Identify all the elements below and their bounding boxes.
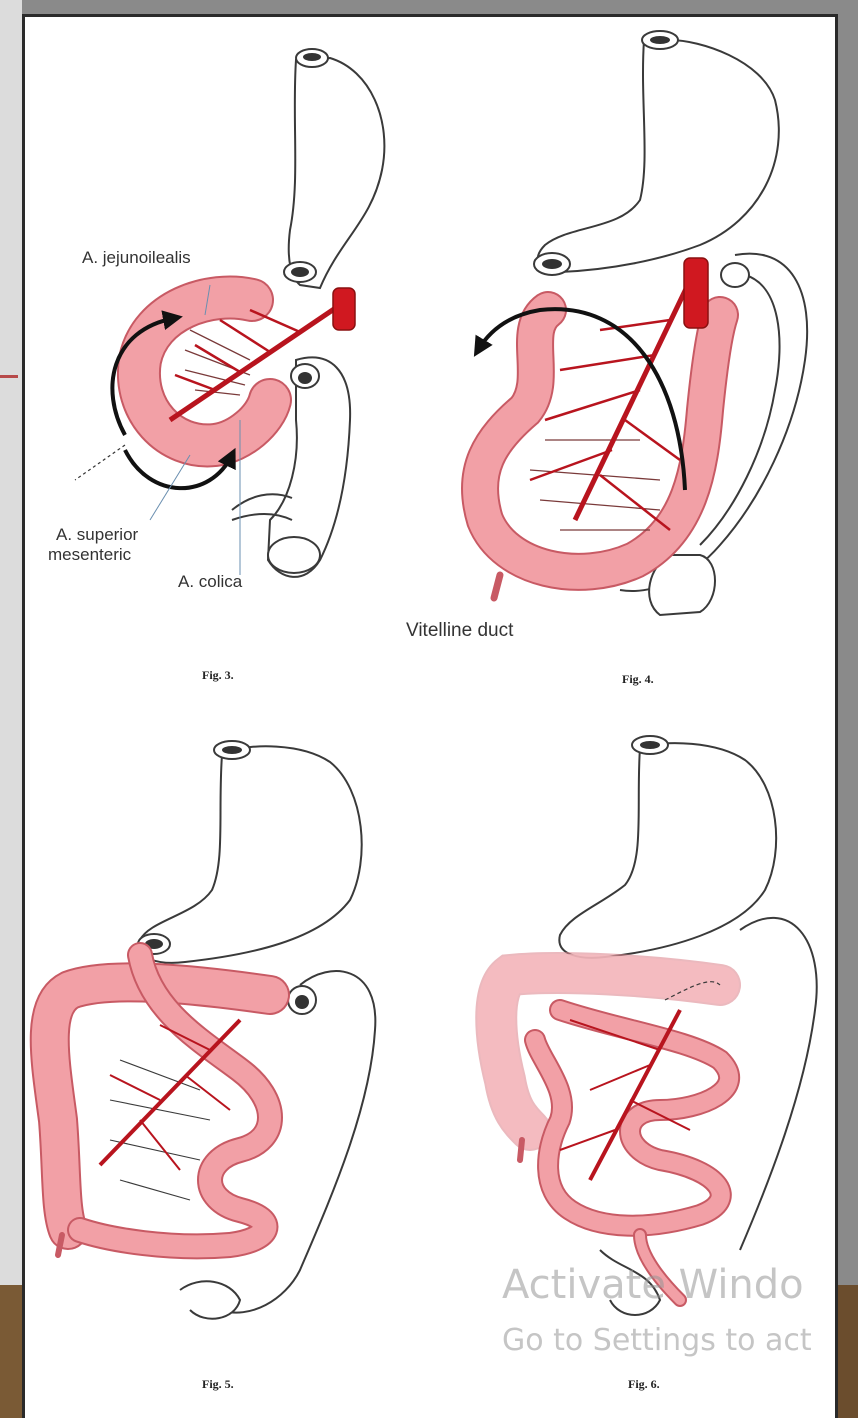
superior-mesenteric-artery: [100, 1020, 240, 1165]
aorta-stump: [333, 288, 355, 330]
caption-fig-5: Fig. 5.: [202, 1377, 234, 1392]
figure-4-drawing: [478, 31, 807, 615]
caption-fig-6: Fig. 6.: [628, 1377, 660, 1392]
caption-fig-4: Fig. 4.: [622, 672, 654, 687]
vitelline-duct-stub: [494, 575, 500, 598]
stomach-outline: [538, 40, 779, 272]
figure-3-drawing: [75, 49, 384, 577]
stomach-outline: [289, 58, 385, 288]
label-a-superior-line1: A. superior: [56, 525, 138, 544]
watermark-activate-windows: Activate Windo: [502, 1262, 804, 1308]
aorta-stump: [684, 258, 708, 328]
label-a-jejunoilealis: A. jejunoilealis: [82, 248, 191, 267]
colon-outline: [740, 918, 817, 1250]
stomach-outline: [559, 743, 776, 958]
watermark-go-to-settings: Go to Settings to act: [502, 1323, 812, 1358]
label-a-superior-line2: mesenteric: [48, 545, 131, 564]
label-a-colica: A. colica: [178, 572, 242, 591]
label-vitelline-duct: Vitelline duct: [406, 620, 513, 642]
figure-5-drawing: [50, 741, 376, 1319]
stomach-outline: [139, 746, 361, 962]
figure-6-drawing: [496, 736, 816, 1315]
caption-fig-3: Fig. 3.: [202, 668, 234, 683]
